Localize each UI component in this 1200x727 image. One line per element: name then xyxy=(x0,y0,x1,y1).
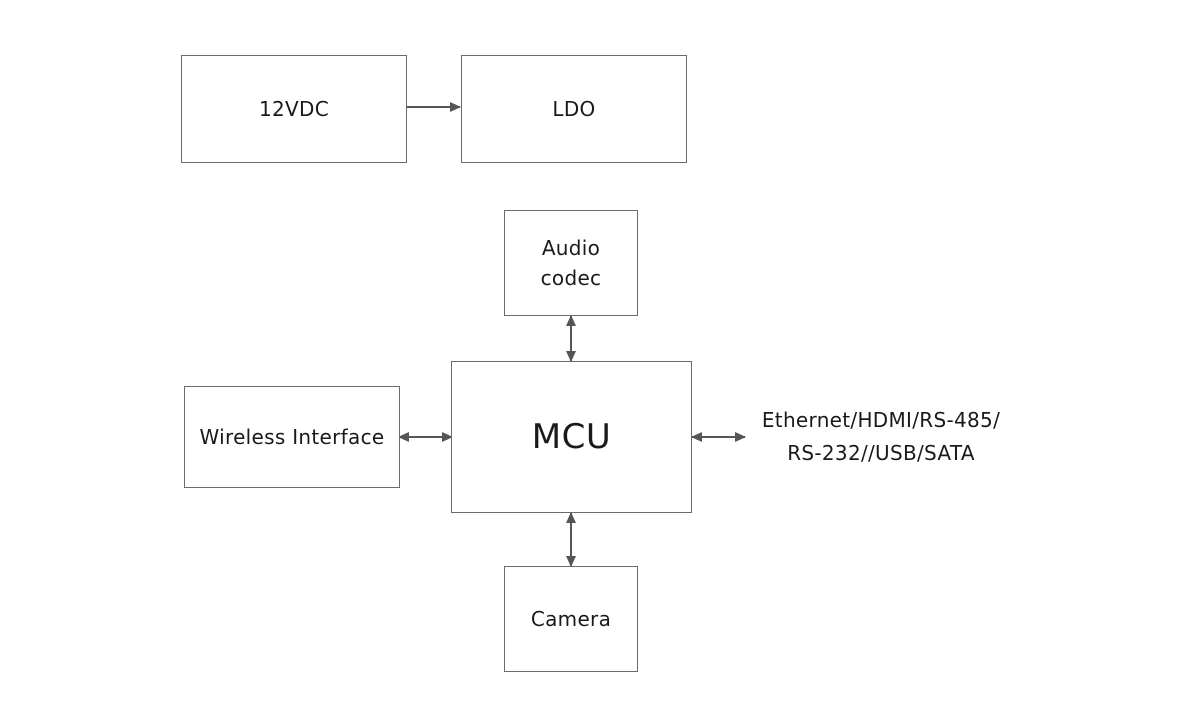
audio-codec-label-line1: Audio xyxy=(541,236,601,260)
camera-block: Camera xyxy=(504,566,638,672)
external-interfaces-line2: RS-232//USB/SATA xyxy=(787,441,975,465)
camera-label: Camera xyxy=(530,607,612,631)
ldo-label: LDO xyxy=(552,97,596,121)
external-interfaces-label: Ethernet/HDMI/RS-485/ RS-232//USB/SATA xyxy=(748,404,1014,470)
mcu-block: MCU xyxy=(451,361,692,513)
audio-codec-label-line2: codec xyxy=(540,266,602,290)
wireless-interface-label: Wireless Interface xyxy=(199,425,385,449)
power-12vdc-label: 12VDC xyxy=(259,97,329,121)
wireless-interface-block: Wireless Interface xyxy=(184,386,400,488)
ldo-block: LDO xyxy=(461,55,687,163)
mcu-label: MCU xyxy=(531,417,612,457)
external-interfaces-line1: Ethernet/HDMI/RS-485/ xyxy=(761,408,1001,432)
power-12vdc-block: 12VDC xyxy=(181,55,407,163)
audio-codec-block: Audio codec xyxy=(504,210,638,316)
audio-codec-label: Audio codec xyxy=(541,233,602,293)
